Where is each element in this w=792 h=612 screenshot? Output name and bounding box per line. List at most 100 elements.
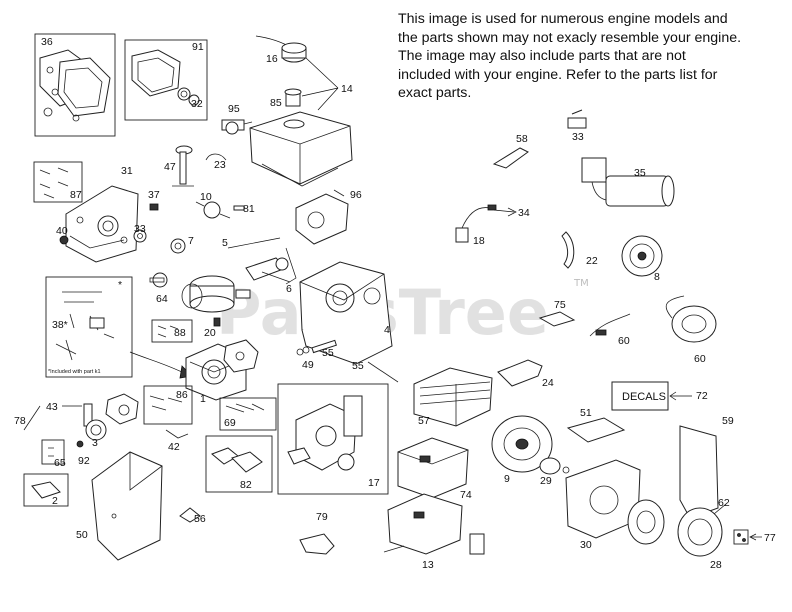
carb-gaskets-82[interactable]	[205, 435, 273, 493]
part-label: 9	[504, 473, 510, 485]
bracket-58[interactable]	[492, 147, 529, 169]
part-label: 85	[270, 97, 282, 109]
governor-assembly[interactable]	[195, 201, 245, 219]
part-label: 74	[460, 489, 472, 501]
seal-40[interactable]	[59, 235, 69, 245]
wire-34[interactable]	[461, 204, 497, 229]
fuel-valve[interactable]	[221, 119, 253, 135]
part-label: 78	[14, 415, 26, 427]
part-label: 38*	[52, 319, 68, 331]
decals-label: DECALS	[622, 391, 666, 403]
part-label: 51	[580, 407, 592, 419]
cooling-fan[interactable]	[491, 415, 553, 473]
fuel-strainer[interactable]	[284, 88, 302, 107]
part-label: 31	[121, 165, 133, 177]
bolt-set-88[interactable]	[151, 319, 193, 343]
switch-75[interactable]	[538, 311, 576, 327]
piston-rings[interactable]	[181, 283, 203, 309]
part-label: 69	[224, 417, 236, 429]
crankcase-cover[interactable]	[65, 185, 139, 263]
part-label: 55	[352, 360, 364, 372]
bushing-49[interactable]	[296, 346, 310, 356]
plate-2[interactable]	[23, 473, 69, 507]
part-label: 4	[384, 324, 390, 336]
rod-55b[interactable]	[367, 361, 399, 383]
included-parts-box[interactable]	[45, 276, 133, 378]
part-label: 34	[518, 207, 530, 219]
plate-24[interactable]	[497, 359, 543, 387]
muffler[interactable]	[397, 437, 469, 499]
connecting-rod[interactable]	[245, 257, 291, 283]
bolts-65[interactable]	[41, 439, 65, 465]
connector-18[interactable]	[455, 227, 469, 243]
part-label: 28	[710, 559, 722, 571]
bolt-set-86[interactable]	[143, 385, 193, 425]
part-label: 65	[54, 457, 66, 469]
part-label: 8	[654, 271, 660, 283]
starter-motor[interactable]	[581, 157, 675, 207]
spring-78[interactable]	[23, 405, 41, 431]
pulley-29[interactable]	[539, 457, 570, 475]
flange-3[interactable]	[85, 393, 139, 441]
bracket-79[interactable]	[299, 533, 335, 555]
harness-60[interactable]	[589, 313, 631, 337]
disclaimer-line: the parts shown may not exacly resemble …	[398, 29, 742, 46]
recoil-starter[interactable]	[677, 503, 727, 557]
blower-housing[interactable]	[91, 451, 163, 561]
fuel-cap[interactable]	[281, 42, 307, 63]
bearing-33[interactable]	[133, 229, 147, 243]
part-label: 36	[41, 36, 53, 48]
fuel-tank[interactable]	[249, 111, 353, 187]
sensor-37[interactable]	[149, 203, 159, 211]
part-label: *	[118, 279, 122, 291]
clip-56[interactable]	[179, 507, 201, 523]
shield-59[interactable]	[679, 425, 719, 519]
piston-pin[interactable]	[235, 289, 251, 299]
screen-51[interactable]	[566, 417, 626, 443]
dipstick[interactable]	[172, 145, 194, 187]
muffler-guard[interactable]	[413, 367, 493, 427]
plug-20[interactable]	[213, 317, 221, 327]
disclaimer-line: This image is used for numerous engine m…	[398, 11, 728, 27]
ring-plate[interactable]	[627, 499, 665, 545]
part-label: 62	[718, 497, 730, 509]
decal-77[interactable]	[733, 529, 749, 545]
engine-block[interactable]	[299, 261, 393, 365]
part-label: 72	[696, 390, 708, 402]
part-label: 3	[92, 437, 98, 449]
carburetor-box[interactable]	[277, 383, 389, 495]
camshaft[interactable]	[149, 272, 168, 288]
pin-55a[interactable]	[311, 339, 337, 354]
head-gasket[interactable]	[223, 339, 259, 373]
screw-set-box[interactable]	[33, 161, 83, 203]
part-label: 2	[52, 495, 58, 507]
part-label: 33	[572, 131, 584, 143]
flywheel[interactable]	[621, 235, 663, 277]
gasket-set-box[interactable]	[34, 33, 116, 137]
part-label: 16	[266, 53, 278, 65]
cam-gear[interactable]	[170, 238, 186, 254]
clip-23[interactable]	[205, 153, 227, 161]
part-label: 58	[516, 133, 528, 145]
part-label: 60	[618, 335, 630, 347]
part-label: 5	[222, 237, 228, 249]
muffler-lower[interactable]	[383, 493, 485, 555]
part-label: 55	[322, 347, 334, 359]
part-label: 57	[418, 415, 430, 427]
decals-box[interactable]: DECALS	[611, 381, 669, 411]
part-label: 75	[554, 299, 566, 311]
part-label: 32	[191, 98, 203, 110]
part-label: 40	[56, 225, 68, 237]
bracket-42[interactable]	[165, 429, 189, 439]
nut-92[interactable]	[76, 440, 84, 448]
screws-69[interactable]	[219, 397, 277, 431]
part-label: 56	[194, 513, 206, 525]
gasket-kit-box[interactable]	[124, 39, 208, 121]
alternator-stator[interactable]	[665, 295, 717, 343]
part-label: 29	[540, 475, 552, 487]
bracket-33[interactable]	[567, 109, 587, 129]
air-cleaner[interactable]	[295, 189, 349, 245]
part-label: 88	[174, 327, 186, 339]
brake-22[interactable]	[561, 231, 575, 269]
